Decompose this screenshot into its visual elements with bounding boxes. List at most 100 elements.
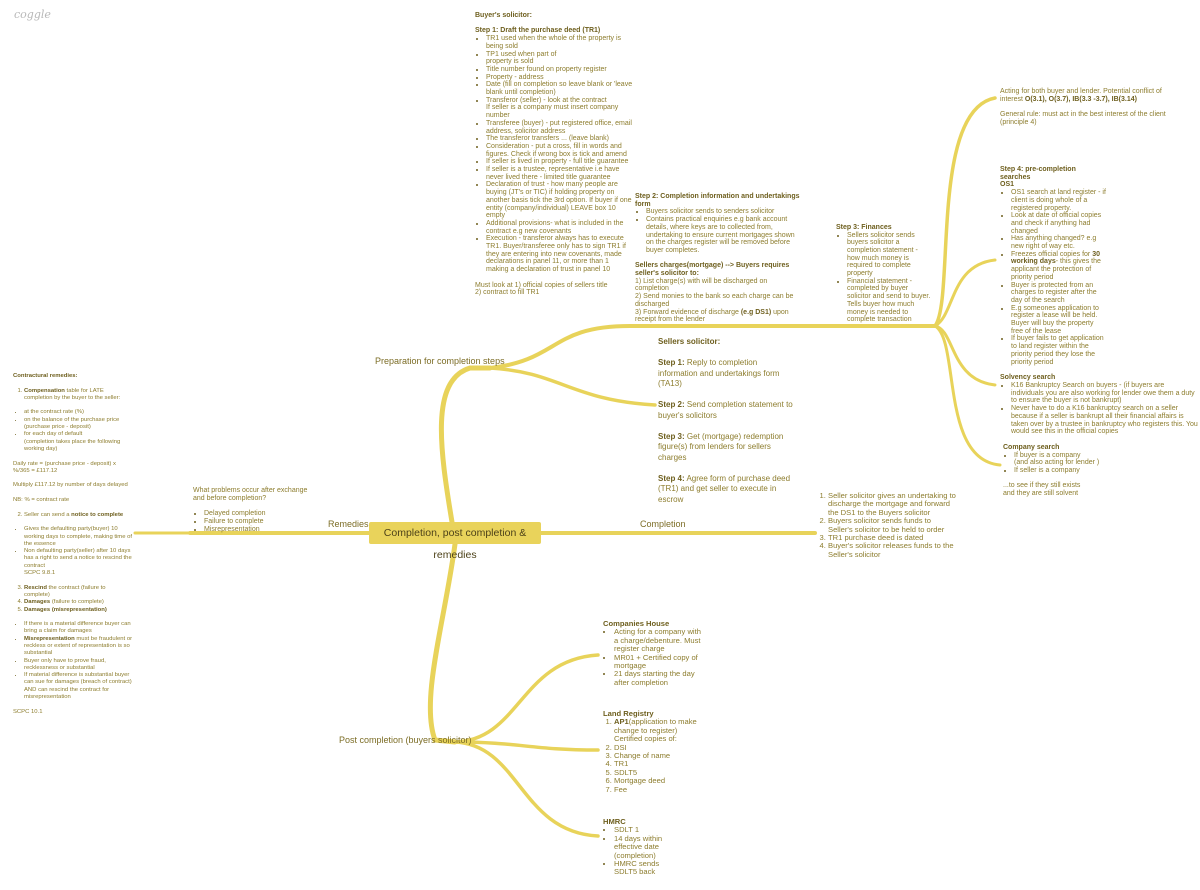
bold-text: 30 working days: [1011, 250, 1100, 266]
text-segment: Buyer's solicitor releases funds to the …: [828, 541, 954, 559]
bold-text: O(3.1), O(3.7), IB(3.3 -3.7), IB(3.14): [1024, 95, 1137, 103]
note-heading: Buyer's solicitor:: [475, 12, 532, 19]
list-item: If buyer is a company (and also acting f…: [1014, 452, 1113, 467]
text-segment: (failure to complete): [50, 599, 104, 606]
note-completion[interactable]: Seller solicitor gives an undertaking to…: [817, 491, 957, 559]
node-preparation[interactable]: Preparation for completion steps: [375, 356, 505, 366]
text-segment: Date (fill on completion so leave blank …: [486, 81, 633, 97]
text-segment: NB: % = contract rate: [13, 497, 70, 504]
list-item: Property - address: [486, 74, 633, 82]
text-segment: Failure to complete: [204, 517, 264, 525]
text-segment: Reply to completion information and unde…: [658, 358, 780, 388]
list-item: E.g someones application to register a l…: [1011, 305, 1106, 336]
bold-text: Damages (misrepresentation): [24, 606, 107, 613]
list-item: Compensation table for LATE completion b…: [24, 388, 133, 403]
text-segment: Change of name: [614, 751, 671, 761]
text-segment: Freezes official copies for: [1011, 250, 1093, 258]
text-segment: The transferor transfers ... (leave blan…: [486, 135, 609, 143]
bullet-list: Delayed completionFailure to completeMis…: [193, 510, 318, 533]
note-buyer[interactable]: Buyer's solicitor: Step 1: Draft the purc…: [475, 12, 633, 297]
bullet-list: Gives the defaulting party(buyer) 10 wor…: [13, 526, 133, 577]
text-segment: Transferor (seller) - look at the contra…: [486, 96, 619, 120]
text-segment: the contract (failure to complete): [24, 584, 106, 598]
bullet-list: at the contract rate (%)on the balance o…: [13, 409, 133, 453]
note-heading: Step 3: Finances: [836, 223, 892, 231]
text-segment: Additional provisions- what is included …: [486, 219, 624, 235]
note-hmrc[interactable]: HMRCSDLT 114 days within effective date …: [603, 817, 683, 877]
numbered-list: Compensation table for LATE completion b…: [13, 388, 133, 403]
text-segment: If material difference is substantial bu…: [24, 672, 132, 701]
note-companies[interactable]: Companies HouseActing for a company with…: [603, 619, 701, 687]
note-paragraph: Step 3: Get (mortgage) redemption figure…: [658, 432, 793, 464]
note-step3[interactable]: Step 3: FinancesSellers solicitor sends …: [836, 224, 932, 324]
list-item: Rescind the contract (failure to complet…: [24, 585, 133, 600]
list-item: SDLT 1: [614, 826, 683, 834]
text-segment: Contains practical enquiries e.g bank ac…: [646, 216, 795, 254]
text-segment: upon receipt from the lender: [635, 308, 789, 324]
text-segment: table for LATE completion by the buyer t…: [24, 387, 121, 401]
list-item: Misrepresentation must be fraudulent or …: [24, 636, 133, 658]
central-node[interactable]: Completion, post completion & remedies: [369, 522, 541, 561]
node-post-completion[interactable]: Post completion (buyers solicitor): [339, 735, 472, 745]
text-segment: Look at date of official copies and chec…: [1011, 212, 1102, 235]
list-item: K16 Bankruptcy Search on buyers - (if bu…: [1011, 382, 1198, 405]
bold-text: Damages: [24, 599, 51, 606]
list-item: Fee: [614, 784, 701, 794]
node-remedies[interactable]: Remedies: [328, 519, 369, 529]
text-segment: 1) List charge(s) with will be discharge…: [635, 277, 794, 316]
coggle-logo[interactable]: coggle: [14, 8, 51, 21]
list-item: Non defaulting party(seller) after 10 da…: [24, 548, 133, 577]
text-segment: Transferee (buyer) - put registered offi…: [486, 119, 632, 135]
text-segment: Non defaulting party(seller) after 10 da…: [24, 548, 132, 577]
text-segment: TP1 used when part of property is sold: [486, 50, 557, 66]
text-segment: Agree form of purchase deed (TR1) and ge…: [658, 473, 791, 504]
text-segment: Declaration of trust - how many people a…: [486, 181, 632, 220]
note-sellers[interactable]: Sellers solicitor:Step 1: Reply to compl…: [658, 337, 793, 505]
list-item: Seller can send a notice to complete: [24, 512, 133, 519]
text-segment: If buyer is a company (and also acting f…: [1014, 451, 1100, 467]
text-segment: Fee: [614, 784, 628, 794]
list-item: TR1: [614, 760, 701, 768]
list-item: MR01 + Certified copy of mortgage: [614, 653, 701, 671]
note-heading: Step 4: pre-completion searches OS1: [1000, 166, 1076, 189]
bold-text: notice to complete: [71, 511, 124, 518]
bullet-list: K16 Bankruptcy Search on buyers - (if bu…: [1000, 382, 1198, 436]
text-segment: 21 days starting the day after completio…: [614, 669, 695, 687]
list-item: HMRC sends SDLT5 back: [614, 859, 683, 877]
list-item: Misrepresentation: [204, 526, 318, 534]
note-company[interactable]: Company searchIf buyer is a company (and…: [1003, 444, 1113, 498]
bold-text: Step 4:: [658, 473, 685, 483]
list-item: for each day of default (completion take…: [24, 431, 133, 453]
text-segment: DSI: [614, 742, 627, 752]
list-item: Never have to do a K16 bankruptcy search…: [1011, 405, 1198, 436]
list-item: Buyer's solicitor releases funds to the …: [828, 542, 957, 559]
text-segment: Execution - transferor always has to exe…: [486, 235, 626, 274]
list-item: Mortgage deed: [614, 777, 701, 785]
text-segment: SDLT5: [614, 767, 638, 777]
text-segment: ...to see if they still exists and they …: [1003, 482, 1081, 498]
list-item: Change of name: [614, 751, 701, 761]
node-completion[interactable]: Completion: [640, 519, 686, 529]
note-paragraph: Acting for both buyer and lender. Potent…: [1000, 88, 1170, 103]
note-land[interactable]: Land RegistryAP1(application to make cha…: [603, 709, 701, 794]
text-segment: What problems occur after exchange and b…: [193, 487, 308, 502]
text-segment: Never have to do a K16 bankruptcy search…: [1011, 405, 1198, 436]
list-item: If seller is lived in property - full ti…: [486, 158, 633, 166]
note-heading: Step 1: Draft the purchase deed (TR1): [475, 27, 601, 35]
bold-text: (e.g DS1): [740, 308, 772, 316]
numbered-list: Rescind the contract (failure to complet…: [13, 585, 133, 614]
note-problems[interactable]: What problems occur after exchange and b…: [193, 487, 318, 533]
note-solvency[interactable]: Solvency searchK16 Bankruptcy Search on …: [1000, 374, 1198, 436]
list-item: Financial statement - completed by buyer…: [847, 278, 932, 324]
note-step2[interactable]: Step 2: Completion information and under…: [635, 193, 803, 324]
note-conflict[interactable]: Acting for both buyer and lender. Potent…: [1000, 88, 1170, 127]
text-segment: 14 days within effective date (completio…: [614, 833, 663, 860]
note-remedies[interactable]: Contractural remedies:Compensation table…: [13, 373, 133, 716]
list-item: Freezes official copies for 30 working d…: [1011, 251, 1106, 282]
list-item: Buyers solicitor sends funds to Seller's…: [828, 516, 957, 534]
note-step4[interactable]: Step 4: pre-completion searches OS1OS1 s…: [1000, 166, 1106, 366]
list-item: Title number found on property register: [486, 66, 633, 74]
list-item: Additional provisions- what is included …: [486, 220, 633, 235]
bold-text: Step 1:: [658, 358, 685, 367]
